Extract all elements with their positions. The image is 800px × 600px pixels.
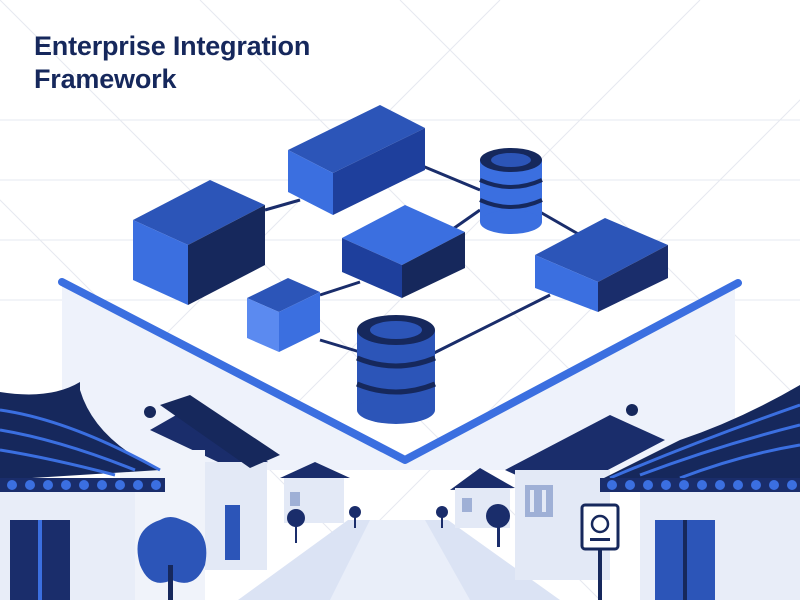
street [238, 520, 560, 600]
block-navy [133, 180, 265, 305]
block-center [342, 205, 465, 298]
tree-left [137, 517, 207, 600]
hanok-roof-right [600, 385, 800, 600]
block-small [247, 278, 320, 352]
database-bottom [356, 315, 436, 424]
hanok-roof-left [0, 382, 165, 600]
page-title-line-1: Enterprise Integration [34, 31, 311, 61]
page-title-line-2: Framework [34, 64, 177, 94]
database-top [479, 148, 543, 234]
street-sign [580, 503, 620, 600]
tree-small [287, 504, 510, 547]
page-title: Enterprise Integration Framework [34, 30, 310, 96]
block-blue-top [288, 105, 425, 215]
block-right [535, 218, 668, 312]
